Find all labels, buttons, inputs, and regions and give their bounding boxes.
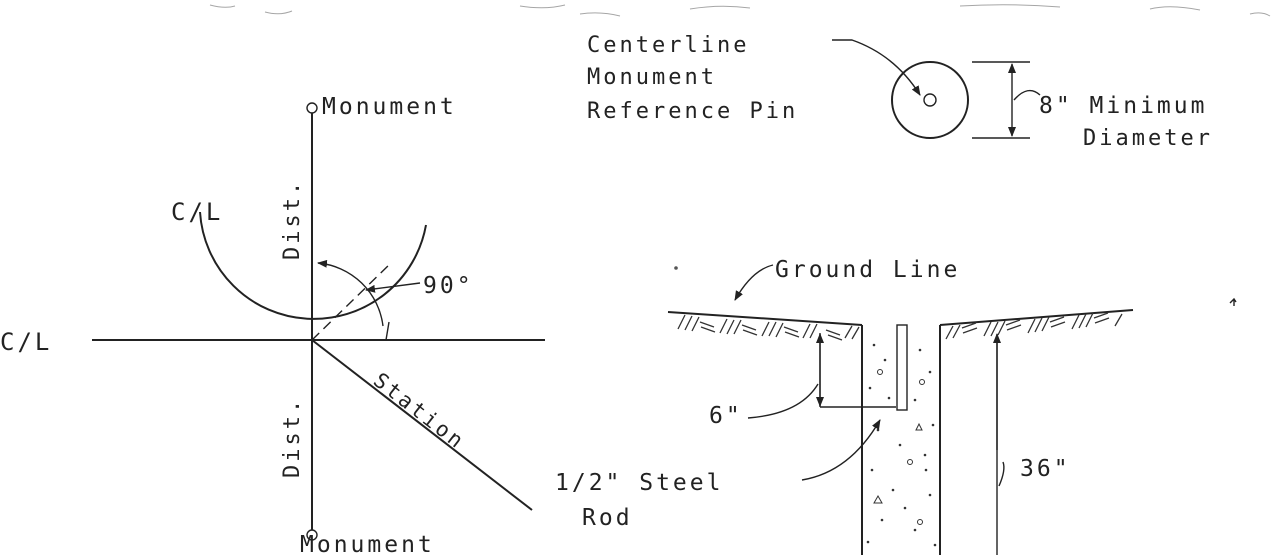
ground-line-label: Ground Line — [775, 257, 960, 283]
depth-6-leader — [747, 383, 819, 419]
station-label: Station — [369, 368, 470, 454]
depth-36-label: 36" — [1020, 456, 1071, 482]
centerline-curve — [199, 211, 427, 320]
rod-leader — [801, 419, 881, 481]
pin-outer-circle — [891, 61, 969, 139]
monument-bottom-marker — [306, 529, 318, 541]
pin-center-circle — [923, 93, 937, 107]
ground-hatching — [677, 312, 1123, 341]
concrete-aggregate — [866, 343, 937, 547]
rod-label-line1: 1/2" Steel — [555, 470, 723, 496]
diameter-label-line1: 8" Minimum — [1039, 93, 1207, 119]
scan-speck — [674, 266, 678, 270]
angle-leader — [365, 282, 421, 293]
pin-label-line2: Monument — [587, 65, 717, 90]
depth-36-leader — [998, 461, 1005, 487]
diameter-label-line2: Diameter — [1083, 126, 1213, 151]
reference-pin-detail: Centerline Monument Reference Pin 8" Min… — [587, 33, 1213, 151]
distance-bottom-label: Dist. — [280, 397, 305, 478]
tangent-dashed-line — [311, 261, 393, 341]
distance-top-label: Dist. — [280, 179, 305, 260]
pin-leader — [832, 39, 921, 96]
steel-rod — [896, 324, 908, 411]
section-detail: Ground Line 6" 1/2" Steel Rod 36" — [555, 257, 1237, 555]
ground-line-leader — [734, 264, 774, 301]
arc-start-tick — [385, 321, 390, 341]
angle-label: 90° — [423, 273, 474, 299]
monument-top-label: Monument — [322, 94, 457, 120]
station-line — [311, 339, 533, 511]
right-angle-arc-arrow — [317, 259, 384, 327]
scan-noise-top — [209, 4, 1271, 17]
monument-top-marker — [306, 102, 318, 114]
pin-label-line3: Reference Pin — [587, 99, 798, 124]
diameter-leader-curl — [1013, 89, 1041, 101]
centerline-curve-label: C/L — [171, 198, 223, 226]
centerline-line-label: C/L — [0, 328, 52, 356]
ground-line-right — [939, 309, 1134, 326]
rod-label-line2: Rod — [582, 505, 633, 531]
pin-label-line1: Centerline — [587, 33, 749, 58]
monument-layout-detail: Monument Monument C/L C/L 90° Dist. Dist… — [0, 94, 545, 555]
depth-6-label: 6" — [709, 403, 743, 429]
monument-bottom-label: Monument — [300, 532, 435, 555]
scan-mark-right — [1229, 297, 1237, 306]
ground-line-left — [667, 311, 863, 326]
